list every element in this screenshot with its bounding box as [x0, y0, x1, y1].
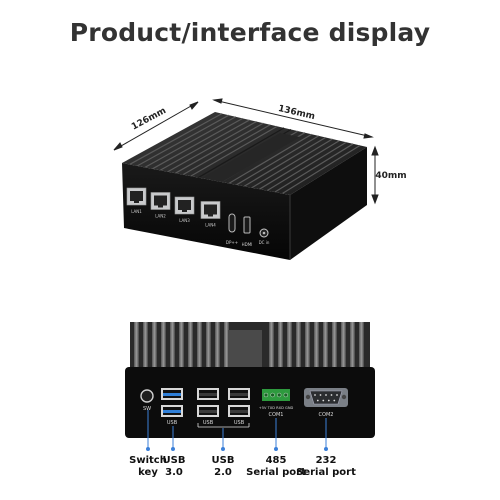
caption-rs485: 485 Serial port	[246, 455, 306, 478]
width-dimension: 126mm	[130, 106, 168, 132]
lan-label: LAN3	[179, 218, 190, 223]
com1-terminal	[262, 389, 290, 401]
dc-label: DC in	[259, 240, 270, 245]
com1-label: COM1	[269, 412, 284, 418]
com2-db9-port	[304, 388, 348, 407]
switch-button	[140, 389, 154, 403]
device-side-face	[290, 147, 367, 260]
com2-label: COM2	[319, 412, 334, 418]
hdmi-label: HDMI	[242, 242, 253, 247]
rear-device: SW USB USB USB +5V TXD RXD GND COM1 COM2	[125, 322, 375, 438]
heatsink-fins	[129, 113, 361, 195]
usb2-ports	[197, 388, 250, 417]
usb3-label: USB	[167, 420, 178, 426]
hdmi-port	[243, 216, 251, 234]
page-title: Product/interface display	[69, 18, 431, 47]
caption-usb2: USB 2.0	[211, 455, 235, 478]
usb2-label-right: USB	[234, 420, 245, 426]
terminal-screws	[263, 392, 289, 398]
caption-switch-key: Switch key	[129, 455, 167, 478]
caption-usb3: USB 3.0	[162, 455, 186, 478]
lan-label: LAN2	[155, 214, 166, 219]
dimension-lines	[113, 98, 379, 205]
switch-label: SW	[143, 406, 151, 412]
height-dimension: 40mm	[375, 171, 406, 181]
rear-panel	[125, 367, 375, 438]
callout-lines	[146, 410, 328, 451]
lan-label: LAN1	[131, 209, 142, 214]
typec-port	[228, 213, 236, 233]
rear-heatsink-fins	[134, 322, 364, 368]
com1-pins: +5V TXD RXD GND	[259, 406, 294, 410]
usb3-ports	[161, 388, 183, 417]
typec-label: DP++	[226, 240, 238, 245]
usb2-label-left: USB	[203, 420, 214, 426]
lan-label: LAN4	[205, 223, 216, 228]
caption-rs232: 232 Serial port	[296, 455, 356, 478]
